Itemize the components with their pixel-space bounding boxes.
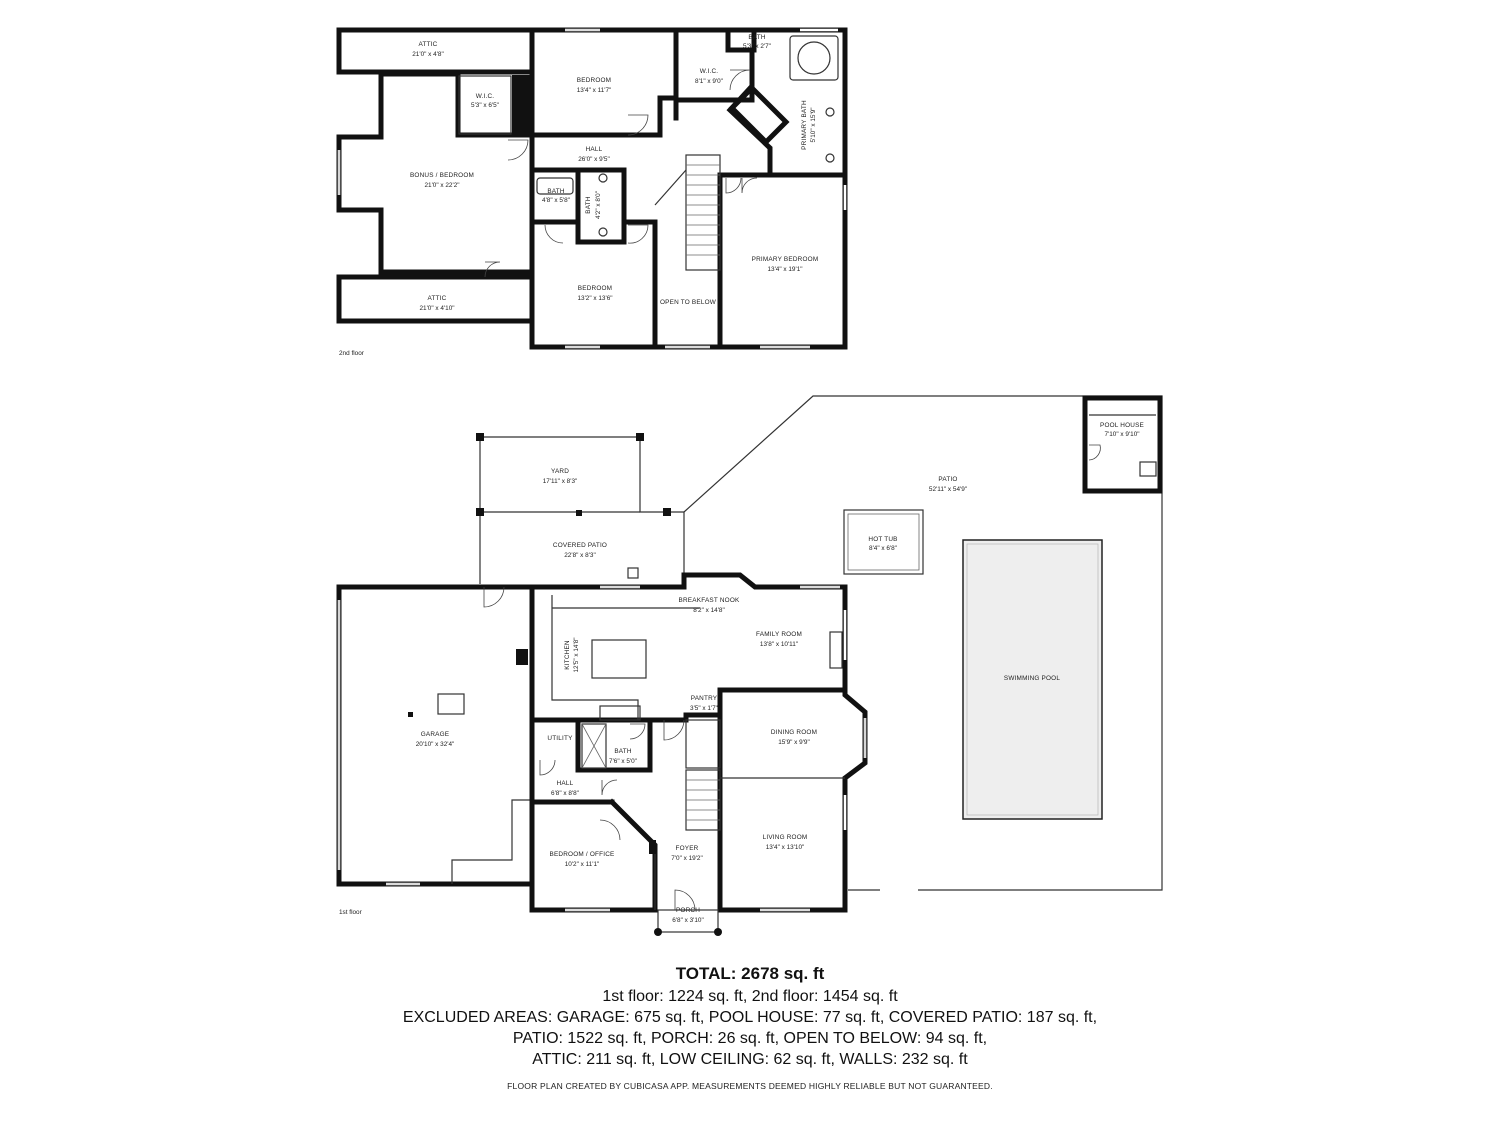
bedroom-office-walls bbox=[608, 798, 658, 913]
room-name-bedroom-office: BEDROOM / OFFICE bbox=[550, 851, 615, 858]
room-name-hot-tub: HOT TUB bbox=[868, 536, 897, 543]
room-size-attic-bottom: 21'0" x 4'10" bbox=[419, 305, 454, 312]
disclaimer: FLOOR PLAN CREATED BY CUBICASA APP. MEAS… bbox=[507, 1081, 993, 1091]
room-size-covered-patio: 22'8" x 8'3" bbox=[564, 552, 596, 559]
summary-line-4: ATTIC: 211 sq. ft, LOW CEILING: 62 sq. f… bbox=[532, 1051, 968, 1068]
room-name-bedroom-bottom: BEDROOM bbox=[578, 285, 612, 292]
room-name-primary-bath: PRIMARY BATH bbox=[801, 100, 808, 150]
dining-living-walls bbox=[717, 687, 868, 913]
room-name-kitchen: KITCHEN bbox=[564, 640, 571, 670]
hall-lower-walls bbox=[529, 132, 848, 350]
room-name-dining-room: DINING ROOM bbox=[771, 729, 817, 736]
room-size-attic-top: 21'0" x 4'8" bbox=[412, 51, 444, 58]
room-size-yard: 17'11" x 8'3" bbox=[543, 478, 578, 485]
room-size-bedroom-top: 13'4" x 11'7" bbox=[577, 87, 612, 94]
stairs-1st bbox=[685, 719, 721, 831]
corner-tub bbox=[789, 35, 839, 81]
room-name-pool-house: POOL HOUSE bbox=[1100, 422, 1144, 429]
room-size-bath-b: 4'2" x 8'0" bbox=[595, 191, 602, 219]
room-name-family-room: FAMILY ROOM bbox=[756, 631, 802, 638]
room-size-foyer: 7'0" x 19'2" bbox=[671, 855, 703, 862]
kitchen-island bbox=[591, 639, 647, 679]
primary-suite-walls bbox=[673, 27, 848, 178]
room-name-hall-2nd: HALL bbox=[586, 146, 603, 153]
room-name-open-below: OPEN TO BELOW bbox=[660, 299, 717, 306]
swimming-pool bbox=[962, 539, 1103, 820]
room-name-living-room: LIVING ROOM bbox=[763, 834, 808, 841]
room-size-family-room: 13'8" x 10'11" bbox=[760, 641, 798, 648]
room-name-bath-1st: BATH bbox=[614, 748, 632, 755]
room-name-garage: GARAGE bbox=[421, 731, 450, 738]
room-size-hall-1st: 6'8" x 8'8" bbox=[551, 790, 579, 797]
small-wic-walls bbox=[458, 75, 512, 135]
room-name-swimming-pool: SWIMMING POOL bbox=[1004, 675, 1060, 682]
room-size-pool-house: 7'10" x 9'10" bbox=[1104, 431, 1139, 438]
room-size-hall-2nd: 26'0" x 9'5" bbox=[578, 156, 610, 163]
room-size-bedroom-office: 10'2" x 11'1" bbox=[565, 861, 600, 868]
room-name-attic-top: ATTIC bbox=[419, 41, 438, 48]
room-size-primary-bedroom: 13'4" x 19'1" bbox=[767, 266, 802, 273]
room-name-wic-small: W.I.C. bbox=[476, 93, 495, 100]
room-size-patio: 52'11" x 54'9" bbox=[929, 486, 967, 493]
chimney-block bbox=[512, 75, 531, 135]
room-name-bath-top: BATH bbox=[748, 34, 766, 41]
room-size-bonus: 21'0" x 22'2" bbox=[424, 182, 459, 189]
room-name-utility: UTILITY bbox=[547, 735, 573, 742]
angled-closet-walls bbox=[728, 84, 790, 146]
room-size-bath-1st: 7'6" x 5'0" bbox=[609, 758, 637, 765]
room-size-wic-primary: 8'1" x 9'0" bbox=[695, 78, 723, 85]
summary-line-2: EXCLUDED AREAS: GARAGE: 675 sq. ft, POOL… bbox=[402, 1009, 1098, 1026]
room-size-porch: 6'8" x 3'10" bbox=[672, 917, 704, 924]
room-name-breakfast-nook: BREAKFAST NOOK bbox=[679, 597, 740, 604]
bedroom-bottom-walls bbox=[529, 219, 658, 350]
west-lower-walls bbox=[529, 717, 658, 913]
pool-house-walls bbox=[1082, 395, 1163, 494]
room-name-bath-a: BATH bbox=[547, 188, 565, 195]
room-size-bath-a: 4'8" x 5'8" bbox=[542, 197, 570, 204]
room-size-pantry: 3'5" x 1'7" bbox=[690, 705, 718, 712]
stairs-2nd bbox=[685, 154, 721, 271]
room-size-breakfast-nook: 8'2" x 14'8" bbox=[693, 607, 725, 614]
room-name-primary-bedroom: PRIMARY BEDROOM bbox=[752, 256, 819, 263]
bonus-room-walls bbox=[336, 71, 535, 275]
hot-tub bbox=[843, 509, 924, 575]
room-size-hot-tub: 8'4" x 6'8" bbox=[869, 545, 897, 552]
room-name-yard: YARD bbox=[551, 468, 569, 475]
room-name-bonus: BONUS / BEDROOM bbox=[410, 172, 474, 179]
room-name-bedroom-top: BEDROOM bbox=[577, 77, 611, 84]
room-size-primary-bath: 5'10" x 15'9" bbox=[810, 107, 817, 142]
room-name-porch: PORCH bbox=[676, 907, 700, 914]
second-floor-labels: ATTIC 21'0" x 4'8" W.I.C. 5'3" x 6'5" BO… bbox=[339, 34, 818, 357]
room-size-bedroom-bottom: 13'2" x 13'6" bbox=[577, 295, 612, 302]
room-name-wic-primary: W.I.C. bbox=[700, 68, 719, 75]
room-name-bath-b: BATH bbox=[585, 196, 592, 214]
room-name-covered-patio: COVERED PATIO bbox=[553, 542, 607, 549]
room-name-hall-1st: HALL bbox=[557, 780, 574, 787]
room-size-dining-room: 15'9" x 9'9" bbox=[778, 739, 810, 746]
floor-label-2nd: 2nd floor bbox=[339, 350, 365, 357]
area-summary: TOTAL: 2678 sq. ft 1st floor: 1224 sq. f… bbox=[0, 962, 1500, 1092]
room-size-kitchen: 12'5" x 14'8" bbox=[573, 637, 580, 672]
room-name-patio: PATIO bbox=[938, 476, 957, 483]
small-bath-walls bbox=[725, 27, 757, 53]
room-size-garage: 20'10" x 32'4" bbox=[416, 741, 455, 748]
porch-outline bbox=[657, 909, 719, 933]
total-area: TOTAL: 2678 sq. ft bbox=[675, 964, 825, 983]
summary-line-3: PATIO: 1522 sq. ft, PORCH: 26 sq. ft, OP… bbox=[512, 1030, 988, 1047]
room-size-living-room: 13'4" x 13'10" bbox=[766, 844, 805, 851]
floor-label-1st: 1st floor bbox=[339, 909, 363, 916]
summary-line-1: 1st floor: 1224 sq. ft, 2nd floor: 1454 … bbox=[602, 988, 898, 1005]
room-size-wic-small: 5'3" x 6'5" bbox=[471, 102, 499, 109]
first-floor-labels: YARD 17'11" x 8'3" COVERED PATIO 22'8" x… bbox=[339, 422, 1144, 924]
first-floor-plan bbox=[336, 395, 1163, 936]
room-size-bath-top: 5'3" x 2'7" bbox=[743, 43, 771, 50]
room-name-attic-bottom: ATTIC bbox=[428, 295, 447, 302]
second-floor-plan bbox=[336, 27, 848, 350]
room-name-foyer: FOYER bbox=[675, 845, 698, 852]
room-name-pantry: PANTRY bbox=[691, 695, 718, 702]
